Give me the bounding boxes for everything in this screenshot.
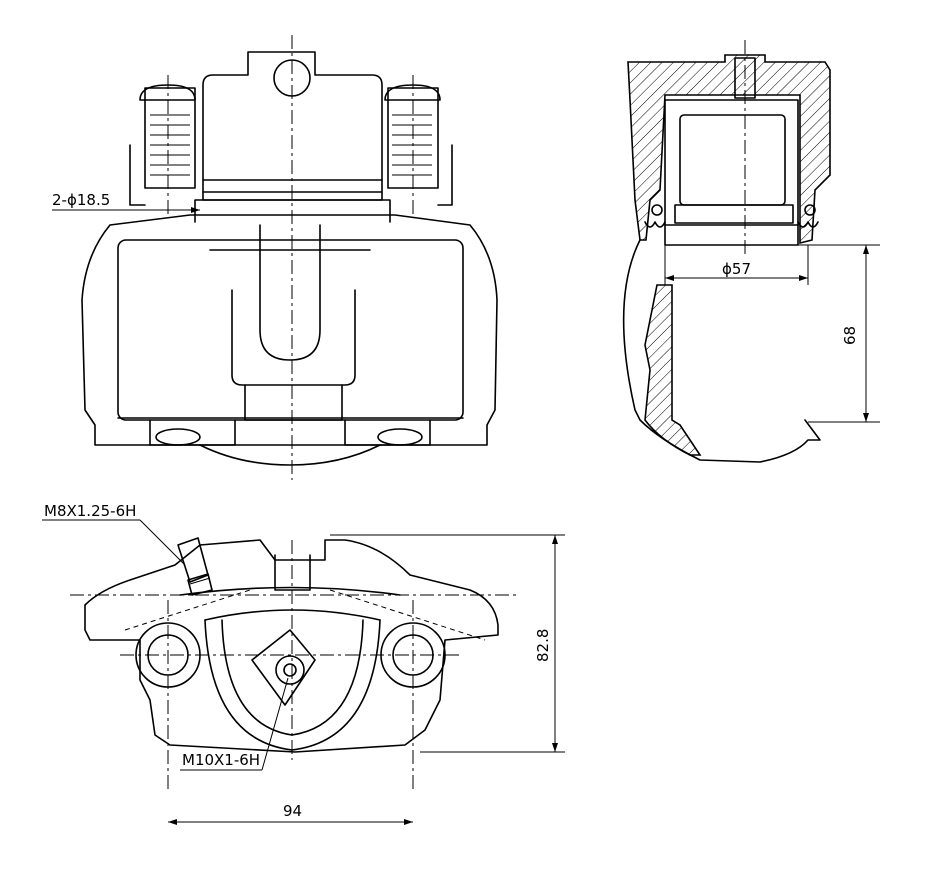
overall-height-label: 82.8: [534, 629, 552, 662]
left-guide-bolt: [129, 84, 196, 206]
mount-spacing-label: 94: [283, 802, 302, 820]
top-view: M8X1.25-6H M10X1-6H 82.8 94: [42, 502, 565, 825]
bore-holes-label: 2-ϕ18.5: [52, 191, 110, 209]
section-view: ϕ57 68: [622, 40, 880, 463]
piston-diameter-label: ϕ57: [722, 260, 751, 278]
bleeder-valve: [177, 537, 213, 596]
right-guide-bolt: [384, 84, 453, 206]
inlet-thread-label: M10X1-6H: [182, 751, 260, 769]
inlet-fitting: [251, 629, 316, 706]
front-view: 2-ϕ18.5: [52, 35, 498, 480]
bleeder-thread-label: M8X1.25-6H: [44, 502, 136, 520]
height-label: 68: [841, 326, 859, 345]
